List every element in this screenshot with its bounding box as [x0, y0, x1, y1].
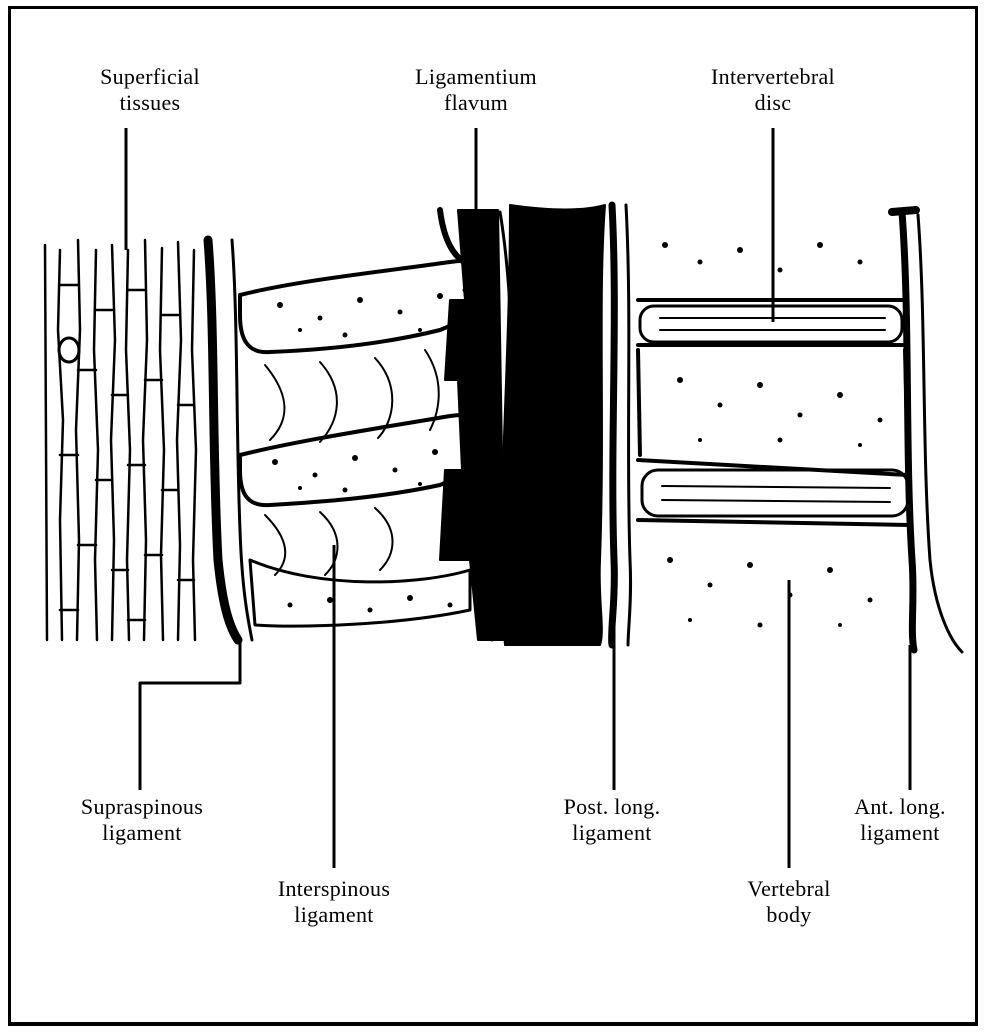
interspinous-ligament-illustration — [265, 350, 439, 575]
label-intervertebral-disc-line1: Intervertebral — [711, 64, 835, 90]
label-interspinous-ligament-line1: Interspinous — [278, 876, 390, 902]
spinous-processes-illustration — [240, 210, 494, 626]
label-superficial-tissues: Superficial tissues — [100, 64, 200, 116]
label-superficial-tissues-line1: Superficial — [100, 64, 200, 90]
posterior-longitudinal-ligament-illustration — [612, 205, 631, 645]
label-ant-long-ligament-line2: ligament — [854, 820, 946, 846]
label-vertebral-body: Vertebral body — [747, 876, 830, 928]
label-intervertebral-disc-line2: disc — [711, 90, 835, 116]
label-interspinous-ligament-line2: ligament — [278, 902, 390, 928]
label-post-long-ligament-line2: ligament — [564, 820, 661, 846]
label-ligamentum-flavum-line2: flavum — [415, 90, 537, 116]
label-ligamentum-flavum: Ligamentium flavum — [415, 64, 537, 116]
label-supraspinous-ligament-line1: Supraspinous — [81, 794, 203, 820]
label-ligamentum-flavum-line1: Ligamentium — [415, 64, 537, 90]
leader-supraspinous-ligament — [140, 640, 240, 790]
spinal-canal-illustration — [502, 205, 605, 645]
vertebral-bodies-illustration — [638, 300, 910, 525]
label-supraspinous-ligament-line2: ligament — [81, 820, 203, 846]
label-post-long-ligament: Post. long. ligament — [564, 794, 661, 846]
label-superficial-tissues-line2: tissues — [100, 90, 200, 116]
label-interspinous-ligament: Interspinous ligament — [278, 876, 390, 928]
label-vertebral-body-line2: body — [747, 902, 830, 928]
supraspinous-ligament-illustration — [208, 240, 252, 640]
bone-texture-dots — [272, 288, 468, 613]
label-supraspinous-ligament: Supraspinous ligament — [81, 794, 203, 846]
label-post-long-ligament-line1: Post. long. — [564, 794, 661, 820]
intervertebral-discs-illustration — [640, 306, 908, 516]
superficial-tissues-illustration — [45, 240, 196, 640]
label-ant-long-ligament-line1: Ant. long. — [854, 794, 946, 820]
label-ant-long-ligament: Ant. long. ligament — [854, 794, 946, 846]
label-intervertebral-disc: Intervertebral disc — [711, 64, 835, 116]
anterior-longitudinal-ligament-illustration — [892, 210, 962, 652]
label-vertebral-body-line1: Vertebral — [747, 876, 830, 902]
